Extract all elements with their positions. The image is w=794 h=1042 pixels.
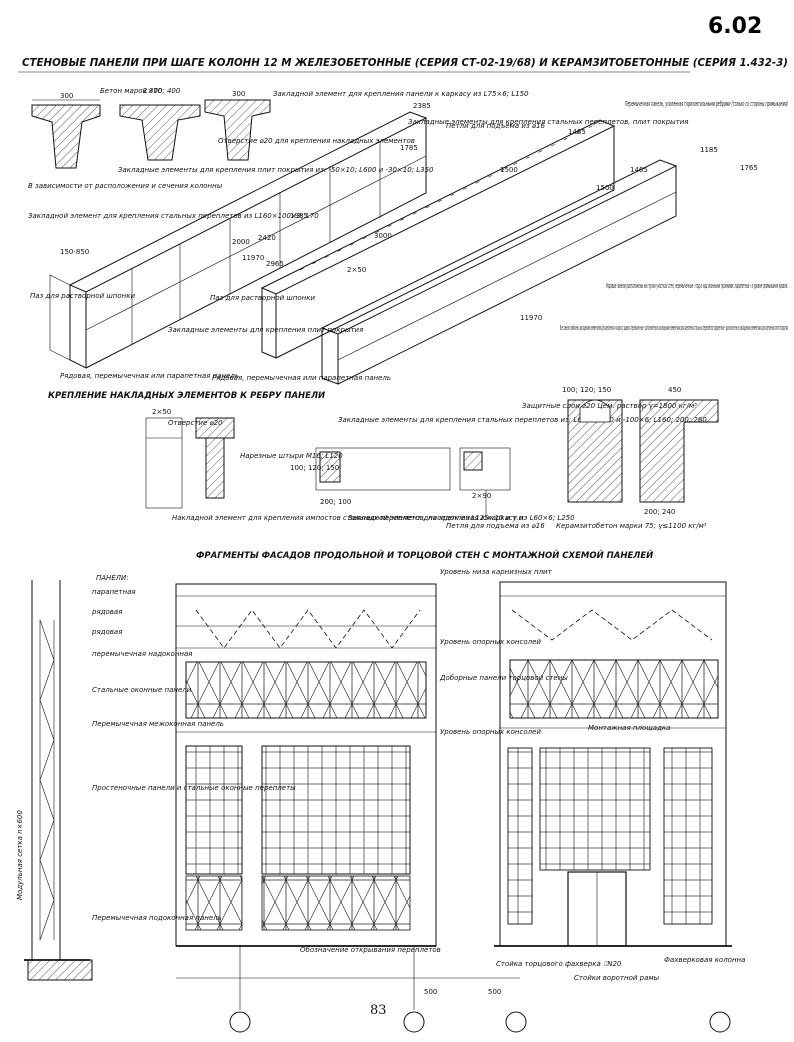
opening-sign: Обозначение открывания переплетов bbox=[300, 946, 441, 954]
detail-protective: Защитные слои ⌀20 Цем. раствор γ=1800 кг… bbox=[522, 402, 697, 410]
dim-100-120-150: 100; 120; 150 bbox=[290, 464, 339, 472]
panel-type-5: Стальные оконные панели bbox=[92, 686, 192, 694]
dim-2x50-b: 2×50 bbox=[152, 408, 171, 416]
keramzit-section-a bbox=[567, 399, 623, 503]
panel-ribbed-isometric bbox=[49, 111, 428, 369]
note-embedded-steel: Закладной элемент для крепления стальных… bbox=[28, 212, 319, 220]
panel-type-8: Перемычечная подоконная панель bbox=[92, 914, 222, 922]
fastening-detail bbox=[145, 417, 235, 509]
panel-lintel-isometric bbox=[320, 159, 678, 385]
detail-embedded-steel: Закладные элементы для крепления стальны… bbox=[338, 416, 707, 424]
sheet-number: 6.02 bbox=[708, 14, 762, 39]
dim-1500: 1500 bbox=[500, 166, 518, 174]
panel-type-2: рядовая bbox=[91, 608, 122, 616]
note-groove: Паз для растворной шпонки bbox=[30, 292, 135, 300]
wall-section bbox=[24, 580, 93, 981]
detail-keramzit: Керамзитобетон марки 75; γ≤1100 кг/м³ bbox=[556, 522, 707, 530]
dim-11970-b: 11970 bbox=[520, 314, 542, 322]
end-post-label: Стойка торцового фахверка ⌷N20 bbox=[496, 960, 622, 968]
keramzit-section-b bbox=[639, 399, 719, 503]
dim-2x50: 2×50 bbox=[347, 266, 366, 274]
dim-300-b: 300 bbox=[232, 90, 245, 98]
panel-type-1: парапетная bbox=[92, 588, 136, 596]
level-consoles-2: Уровень опорных консолей bbox=[440, 728, 541, 736]
note-loops: Петли для подъема из ⌀16 bbox=[446, 122, 546, 130]
note-embedded-frame: Закладной элемент для крепления панели к… bbox=[273, 90, 529, 98]
facade-heading: ФРАГМЕНТЫ ФАСАДОВ ПРОДОЛЬНОЙ И ТОРЦОВОЙ … bbox=[196, 549, 653, 561]
note-depending: В зависимости от расположения и сечения … bbox=[28, 182, 223, 190]
panel-section-b: 300 bbox=[119, 90, 271, 161]
dim-500-b: 500 bbox=[488, 988, 501, 996]
note-lintel-panel: Перемычечная панель, усиленная горизонта… bbox=[625, 100, 788, 108]
detail-loop: Петля для подъема из ⌀16 bbox=[446, 522, 545, 530]
panel-type-4: перемычечная надоконная bbox=[92, 650, 192, 658]
dim-1785: 1785 bbox=[400, 144, 418, 152]
fachwerk-label: Фахверковая колонна bbox=[664, 956, 745, 964]
dim-200-240: 200; 240 bbox=[644, 508, 675, 516]
panel-flat-isometric bbox=[260, 119, 616, 359]
panels-heading: ПАНЕЛИ: bbox=[96, 574, 129, 582]
page-number: 83 bbox=[370, 1003, 387, 1018]
note-groove-2: Паз для растворной шпонки bbox=[210, 294, 315, 302]
dim-1185: 1185 bbox=[700, 146, 718, 154]
note-row-label: Рядовая, перемычечная или парапетная пан… bbox=[60, 372, 239, 380]
level-extra-panels: Доборные панели торцовой стены bbox=[439, 674, 568, 682]
general-note-2: Все панели снабжены закладными элементам… bbox=[560, 324, 788, 332]
dim-1485: 1485 bbox=[568, 128, 586, 136]
longitudinal-facade bbox=[175, 583, 520, 1033]
panel-type-6: Перемычечная межоконная панель bbox=[92, 720, 224, 728]
note-row-label-2: Рядовая, перемычечная или парапетная пан… bbox=[212, 374, 391, 382]
dim-2965: 2965 bbox=[266, 260, 284, 268]
detail-embedded-frame: Закладной элемент для крепления к каркас… bbox=[348, 514, 575, 522]
dim-2385: 2385 bbox=[413, 102, 431, 110]
dim-200-100: 200; 100 bbox=[320, 498, 351, 506]
dim-11970: 11970 bbox=[242, 254, 264, 262]
note-embedded-roof: Закладные элементы для крепления плит по… bbox=[118, 166, 434, 174]
dim-3000: 3000 bbox=[374, 232, 392, 240]
dim-500: 500 bbox=[424, 988, 437, 996]
dim-300: 300 bbox=[60, 92, 73, 100]
gate-post-label: Стойки воротной рамы bbox=[574, 974, 660, 982]
fastening-hole: Отверстие ⌀20 bbox=[168, 419, 223, 427]
embedded-detail bbox=[315, 447, 511, 520]
note-roof-fix: Закладные элементы для крепления плит по… bbox=[168, 326, 363, 334]
dim-150-850: 150-850 bbox=[60, 248, 89, 256]
end-facade bbox=[494, 581, 732, 1033]
fastening-heading: КРЕПЛЕНИЕ НАКЛАДНЫХ ЭЛЕМЕНТОВ К РЕБРУ ПА… bbox=[48, 391, 325, 401]
dim-1985: 1985 bbox=[290, 212, 308, 220]
dim-1465: 1465 bbox=[630, 166, 648, 174]
fastening-overlay: Накладной элемент для крепления импостов… bbox=[172, 514, 525, 522]
note-embedded-sash: Закладные элементы для крепления стальны… bbox=[408, 118, 689, 126]
dim-100-120-150-b: 100; 120; 150 bbox=[562, 386, 611, 394]
panel-section-a: 300 bbox=[31, 92, 101, 169]
level-cornice: Уровень низа карнизных плит bbox=[440, 568, 553, 576]
panel-type-3: рядовая bbox=[91, 628, 122, 636]
general-note-1: Рядовые панели расположены на глухих уча… bbox=[606, 282, 788, 290]
note-concrete-grade: Бетон марок 300; 400 bbox=[100, 87, 181, 95]
dim-1765: 1765 bbox=[740, 164, 758, 172]
dim-2x70: 2×70 bbox=[143, 87, 162, 95]
dim-450: 450 bbox=[668, 386, 681, 394]
dim-2x90: 2×90 bbox=[472, 492, 491, 500]
note-hole: Отверстие ⌀20 для крепления накладных эл… bbox=[218, 137, 415, 145]
dim-2000: 2000 bbox=[232, 238, 250, 246]
dim-1500-b: 1500 bbox=[596, 184, 614, 192]
page-title: СТЕНОВЫЕ ПАНЕЛИ ПРИ ШАГЕ КОЛОНН 12 М ЖЕЛ… bbox=[22, 57, 788, 69]
dim-2420: 2420 bbox=[258, 234, 276, 242]
modular-grid-label: Модульная сетка n×600 bbox=[16, 810, 24, 900]
fastening-bolts: Нарезные штыри M16; L120 bbox=[240, 452, 343, 460]
level-consoles-1: Уровень опорных консолей bbox=[440, 638, 541, 646]
platform-label: Монтажная площадка bbox=[588, 724, 670, 732]
